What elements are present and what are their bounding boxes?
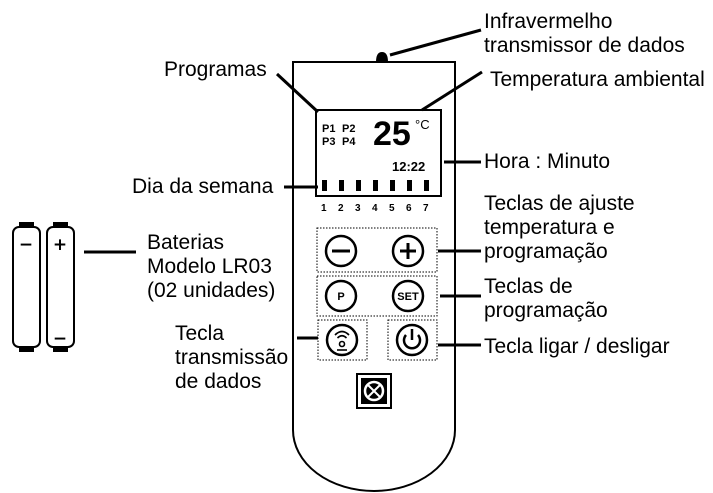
day-7: 7 (423, 203, 429, 214)
battery-negative: − (12, 222, 41, 352)
label-program-keys-1: Teclas de (484, 275, 573, 298)
label-power-key: Tecla ligar / desligar (484, 335, 670, 358)
clock-time: 12:22 (392, 159, 425, 174)
day-1: 1 (321, 203, 327, 214)
program-p3: P3 (322, 136, 335, 148)
program-p2: P2 (342, 123, 355, 135)
label-transmit-3: de dados (175, 370, 261, 393)
signal-icon (334, 330, 350, 351)
day-4: 4 (372, 203, 378, 214)
plus-button[interactable] (391, 234, 425, 268)
label-ambient-temp: Temperatura ambiental (490, 68, 705, 91)
label-infrared-2: transmissor de dados (484, 34, 685, 57)
leader-lines (84, 28, 483, 347)
weekday-bars (322, 180, 429, 191)
label-adjust-2: temperatura e (484, 216, 615, 239)
minus-button[interactable] (324, 234, 358, 268)
svg-text:SET: SET (397, 291, 419, 303)
power-button[interactable] (395, 323, 429, 357)
temperature-unit: °C (415, 117, 430, 132)
day-6: 6 (406, 203, 412, 214)
label-transmit-2: transmissão (175, 346, 288, 369)
program-button[interactable]: P (324, 279, 358, 313)
set-button[interactable]: SET (391, 279, 425, 313)
svg-text:−: − (19, 235, 33, 255)
svg-text:−: − (53, 329, 67, 349)
label-program-keys-2: programação (484, 299, 608, 322)
svg-text:P: P (337, 291, 344, 303)
day-2: 2 (338, 203, 344, 214)
power-icon (402, 329, 422, 350)
label-hour-minute: Hora : Minuto (484, 150, 610, 173)
label-programs: Programas (164, 58, 267, 81)
day-3: 3 (355, 203, 361, 214)
program-p1: P1 (322, 123, 335, 135)
svg-text:+: + (53, 235, 67, 255)
label-adjust-1: Teclas de ajuste (484, 192, 635, 215)
transmit-button[interactable] (325, 323, 359, 357)
label-batteries-2: Modelo LR03 (147, 255, 272, 278)
day-5: 5 (389, 203, 395, 214)
label-transmit-1: Tecla (175, 322, 224, 345)
ir-transmitter-icon (376, 52, 388, 62)
label-weekday: Dia da semana (132, 175, 274, 198)
program-p4: P4 (342, 136, 356, 148)
label-adjust-3: programação (484, 240, 608, 263)
label-batteries-1: Baterias (147, 231, 224, 254)
brand-logo-icon (356, 373, 392, 409)
battery-positive: + − (46, 222, 75, 352)
temperature-value: 25 (373, 115, 411, 153)
label-infrared-1: Infravermelho (484, 10, 612, 33)
lcd-display (315, 109, 442, 197)
label-batteries-3: (02 unidades) (147, 279, 275, 302)
